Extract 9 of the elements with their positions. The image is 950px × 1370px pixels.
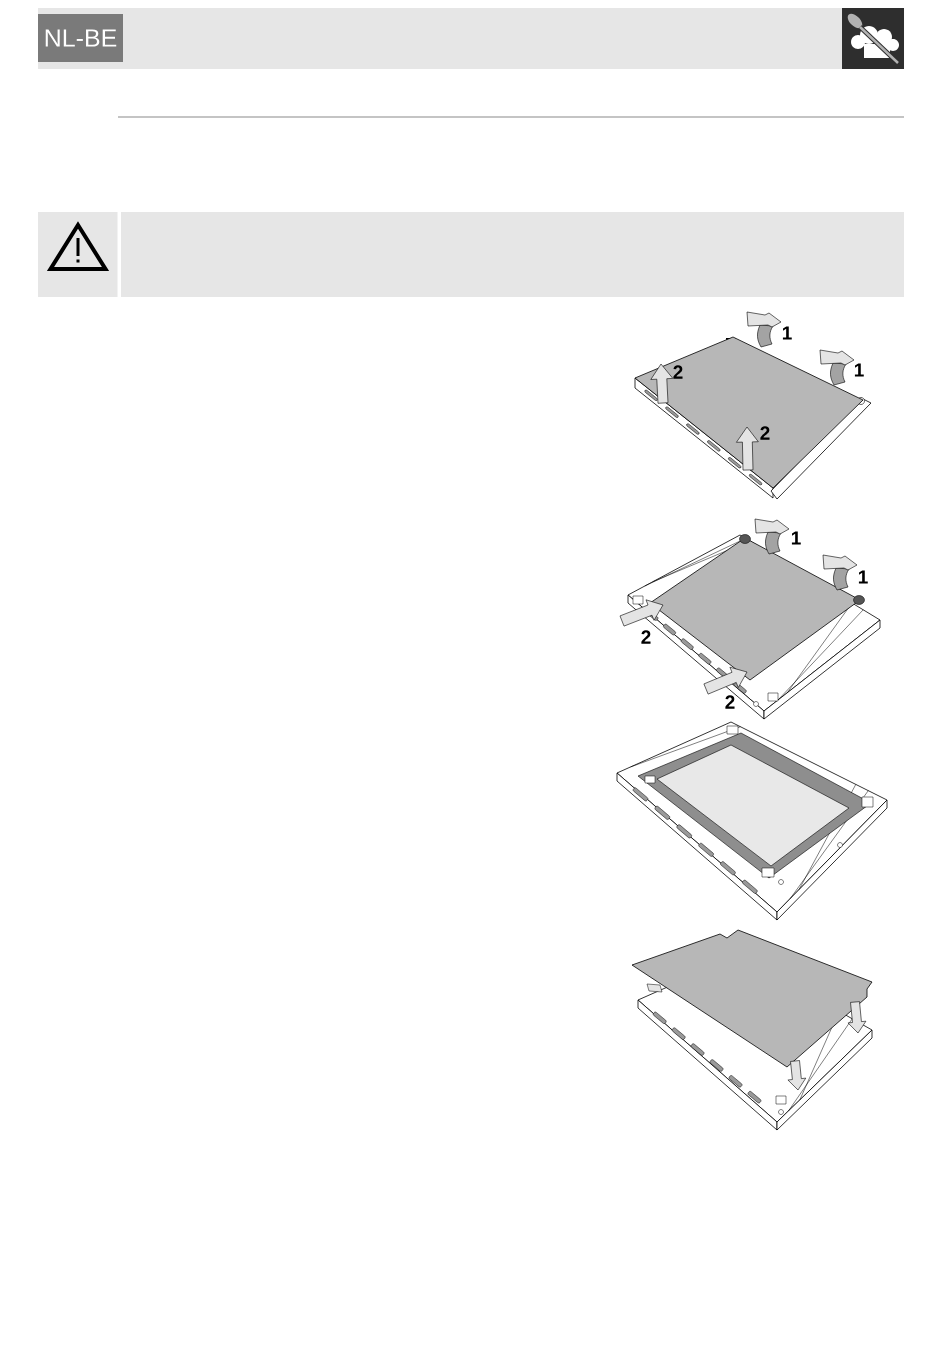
callout-number: 1 [858, 570, 868, 584]
language-badge: NL-BE [38, 14, 123, 62]
callout-number: 1 [854, 363, 864, 377]
callout-number: 2 [725, 695, 735, 709]
callout-number: 2 [673, 365, 683, 379]
callout-number: 1 [791, 531, 801, 545]
callout-number: 2 [641, 630, 651, 644]
callout-number: 2 [760, 426, 770, 440]
callout-number: 1 [782, 326, 792, 340]
